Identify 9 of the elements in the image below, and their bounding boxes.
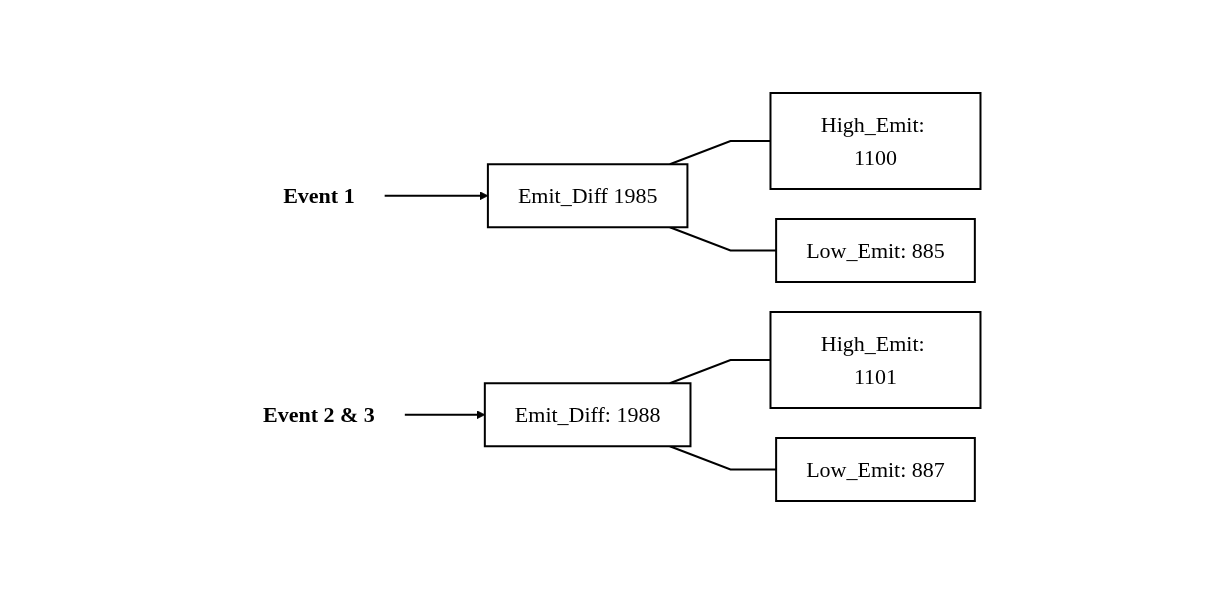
node-text: Event 2 & 3 [262, 402, 375, 428]
node-box: High_Emit: 1100 [769, 92, 982, 190]
node-box: High_Emit: 1101 [769, 311, 982, 409]
node-box: Low_Emit: 885 [774, 218, 976, 283]
arrow [403, 410, 485, 420]
node-box: Low_Emit: 887 [774, 437, 976, 502]
node-box: Emit_Diff 1985 [486, 163, 689, 229]
node-text: Event 1 [282, 183, 355, 209]
node-box: Emit_Diff: 1988 [483, 382, 692, 448]
